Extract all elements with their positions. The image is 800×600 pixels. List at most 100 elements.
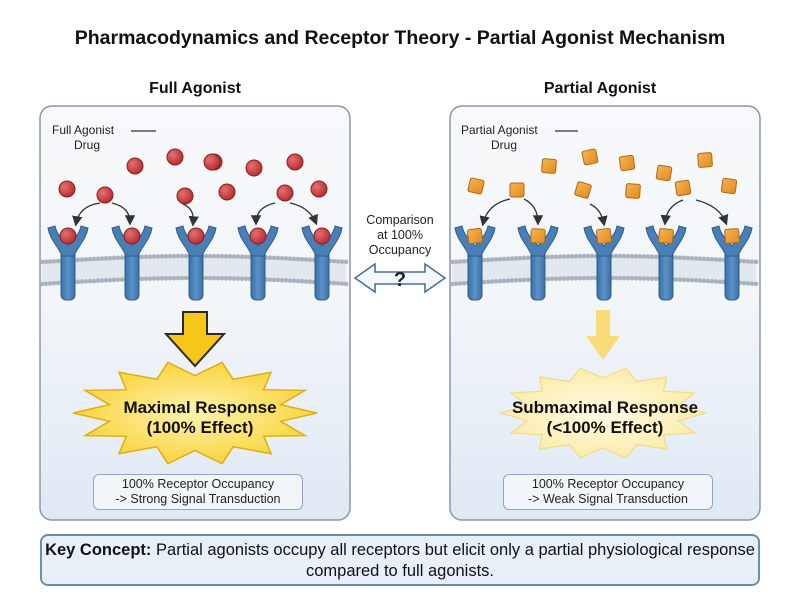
full-lipid-head xyxy=(39,259,45,265)
full-binding-arrow xyxy=(111,202,136,226)
full-lipid-head xyxy=(291,278,297,284)
partial-receptor-1 xyxy=(454,225,496,301)
partial-lipid-head xyxy=(617,253,623,259)
full-lipid-head xyxy=(95,278,101,284)
full-receptor-5 xyxy=(301,225,343,301)
partial-lipid-head xyxy=(749,259,755,264)
submaximal-response-text: Submaximal Response (<100% Effect) xyxy=(490,398,720,438)
full-lipid-head xyxy=(279,255,285,261)
partial-lipid-head xyxy=(517,277,523,283)
full-lipid-head xyxy=(203,253,209,259)
partial-lipid-head xyxy=(489,279,495,284)
full-lipid-head xyxy=(103,256,109,261)
partial-lipid-head xyxy=(505,278,511,284)
partial-lipid-head xyxy=(569,254,575,259)
full-lipid-head xyxy=(163,253,169,259)
full-lipid-head xyxy=(343,259,349,265)
full-lipid-head xyxy=(183,275,189,281)
partial-lipid-head xyxy=(493,257,499,262)
full-lipid-head xyxy=(79,257,85,262)
full-lipid-head xyxy=(175,253,181,259)
full-lipid-head xyxy=(119,277,125,282)
full-lipid-head xyxy=(163,275,169,281)
partial-lipid-head xyxy=(581,275,587,281)
partial-lipid-head xyxy=(565,276,571,281)
full-lipid-head xyxy=(227,276,233,281)
partial-lipid-head xyxy=(649,276,655,281)
partial-lipid-head xyxy=(497,256,503,262)
partial-lipid-head xyxy=(677,277,683,282)
partial-lipid-head xyxy=(745,259,751,264)
partial-lipid-head xyxy=(561,254,567,259)
partial-lipid-head xyxy=(457,259,463,264)
key-concept-box: Key Concept: Partial agonists occupy all… xyxy=(40,534,760,586)
full-lipid-head xyxy=(271,255,277,261)
full-lipid-head xyxy=(307,279,313,285)
partial-lipid-head xyxy=(501,278,507,284)
partial-lipid-head xyxy=(505,256,511,262)
partial-agonist-drug-bound xyxy=(530,228,546,244)
partial-agonist-drug-free xyxy=(720,177,738,195)
full-lipid-head xyxy=(223,254,229,259)
partial-lipid-head xyxy=(581,253,587,259)
full-lipid-head xyxy=(267,255,273,260)
full-lipid-head xyxy=(231,276,237,281)
partial-lipid-head xyxy=(717,279,723,285)
partial-lipid-head xyxy=(557,276,563,281)
full-lipid-head xyxy=(303,279,309,284)
partial-lipid-head xyxy=(749,281,755,286)
full-lipid-head xyxy=(95,256,101,262)
full-receptor-3 xyxy=(175,225,217,301)
partial-lipid-head xyxy=(485,257,491,263)
full-agonist-drug-bound xyxy=(313,227,331,245)
full-lipid-head xyxy=(243,276,249,282)
key-concept-label: Key Concept: xyxy=(45,541,152,559)
partial-lipid-head xyxy=(525,277,531,283)
partial-lipid-head xyxy=(585,275,591,281)
full-lipid-head xyxy=(287,256,293,261)
partial-lipid-head xyxy=(637,276,643,281)
full-lipid-head xyxy=(203,275,209,281)
full-lipid-head xyxy=(83,257,89,262)
full-agonist-drug-free xyxy=(166,148,184,166)
weak-response-arrow xyxy=(586,310,620,360)
full-agonist-title: Full Agonist xyxy=(149,80,241,97)
partial-lipid-head xyxy=(633,276,639,281)
partial-lipid-head xyxy=(501,256,507,262)
partial-lipid-head xyxy=(485,279,491,285)
partial-binding-arrow xyxy=(523,198,544,226)
partial-agonist-drug-bound xyxy=(724,228,740,244)
partial-lipid-head xyxy=(713,257,719,262)
partial-lipid-head xyxy=(713,279,719,284)
full-lipid-head xyxy=(55,280,61,286)
partial-receptor-arms xyxy=(711,225,753,257)
partial-lipid-head xyxy=(613,275,619,281)
full-lipid-head xyxy=(167,253,173,259)
full-lipid-head xyxy=(211,253,217,259)
full-lipid-head xyxy=(155,254,161,259)
receptors xyxy=(47,225,753,301)
full-lipid-head xyxy=(143,254,149,260)
full-lipid-head xyxy=(211,275,217,281)
partial-receptor-arms xyxy=(517,225,559,257)
comparison-question-mark: ? xyxy=(394,269,406,291)
partial-lipid-head xyxy=(693,278,699,283)
full-receptor-arms xyxy=(175,225,217,257)
full-lipid-head xyxy=(39,281,45,287)
partial-lipid-head xyxy=(613,253,619,259)
full-lipid-head xyxy=(103,278,109,283)
partial-lipid-head xyxy=(521,277,527,283)
full-lipid-head xyxy=(143,276,149,282)
full-lipid-head xyxy=(291,256,297,262)
full-drug-label: Full Agonist Drug xyxy=(52,123,114,153)
full-lipid-head xyxy=(107,255,113,261)
partial-receptor-arms xyxy=(454,225,496,257)
partial-lipid-head xyxy=(753,281,759,287)
full-lipid-head xyxy=(207,253,213,259)
partial-agonist-drug-free xyxy=(581,148,599,166)
partial-lipid-head xyxy=(577,275,583,281)
full-lipid-head xyxy=(271,277,277,283)
full-lipid-head xyxy=(159,276,165,281)
partial-lipid-head xyxy=(521,255,527,261)
partial-lipid-head xyxy=(693,256,699,261)
